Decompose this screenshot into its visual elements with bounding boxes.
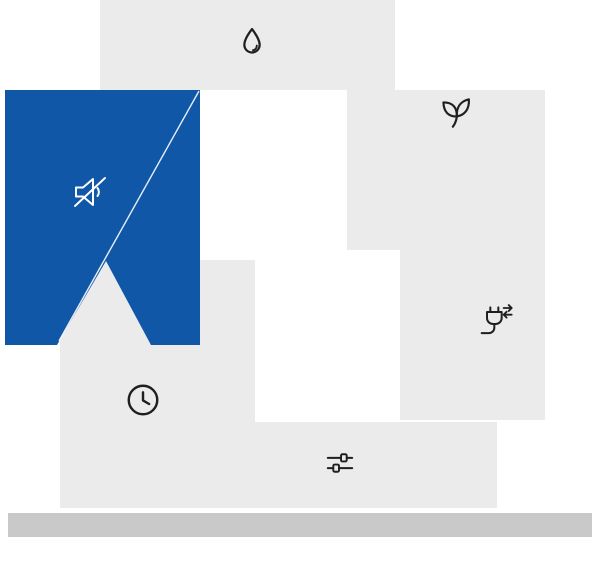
leaf-icon [442,98,470,128]
bottom-bar [8,513,592,537]
water-drop-icon [243,27,261,54]
speaker-muted-icon [74,177,106,207]
tile-water[interactable] [100,0,395,90]
ribbon-muted-banner[interactable] [5,90,200,345]
tile-power[interactable] [400,90,545,420]
sliders-icon [326,453,354,473]
tile-settings[interactable] [200,422,497,508]
ribbon-shape-svg [5,90,200,345]
power-swap-icon [480,304,513,335]
clock-icon [127,384,159,416]
